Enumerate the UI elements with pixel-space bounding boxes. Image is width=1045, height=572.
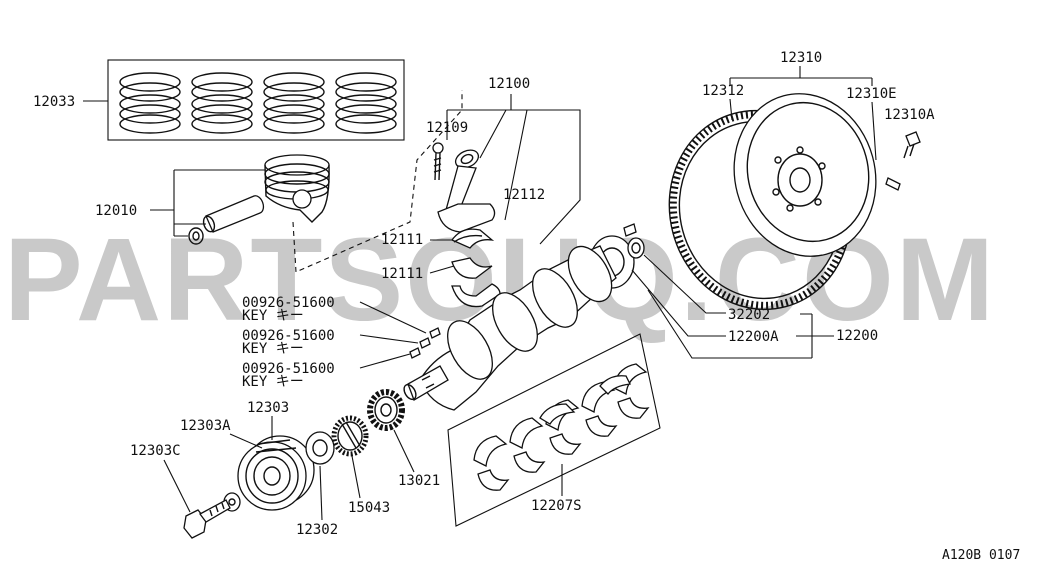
callout-12310A[interactable]: 12310A [884, 107, 935, 123]
woodruff-key-3[interactable] [409, 347, 421, 359]
callout-12033[interactable]: 12033 [33, 94, 75, 110]
key2-label: KEY キー [242, 341, 304, 357]
connecting-rod-bolt[interactable] [432, 142, 444, 181]
woodruff-key-1[interactable] [429, 327, 441, 339]
callout-12303A[interactable]: 12303A [180, 418, 231, 434]
diagram-code: A120B 0107 [942, 548, 1020, 563]
key2-part-number[interactable]: 00926-51600 [242, 328, 335, 344]
con-rod-cap[interactable] [451, 283, 501, 308]
callout-15043[interactable]: 15043 [348, 500, 390, 516]
key1-part-number[interactable]: 00926-51600 [242, 295, 335, 311]
callout-12111-lower[interactable]: 12111 [381, 266, 423, 282]
main-bearing-set-12207S[interactable] [447, 333, 661, 527]
con-rod-bearing-lower[interactable] [451, 257, 493, 279]
crank-spacer-12302[interactable] [305, 431, 335, 465]
flywheel-bolt-12310A[interactable] [903, 131, 921, 159]
key3-part-number[interactable]: 00926-51600 [242, 361, 335, 377]
callout-12207S[interactable]: 12207S [531, 498, 582, 514]
callout-12100[interactable]: 12100 [488, 76, 530, 92]
connecting-rod-12100[interactable] [437, 147, 496, 233]
con-rod-bearing-upper[interactable] [451, 228, 495, 249]
key1-label: KEY キー [242, 308, 304, 324]
piston-12010[interactable] [188, 154, 330, 245]
woodruff-key-2[interactable] [419, 337, 431, 349]
crank-dowel[interactable] [623, 223, 637, 237]
callout-32202[interactable]: 32202 [728, 307, 770, 323]
callout-12112[interactable]: 12112 [503, 187, 545, 203]
piston-ring-set-12033[interactable] [107, 59, 405, 141]
callout-12303[interactable]: 12303 [247, 400, 289, 416]
oil-pump-drive-gear-15043[interactable] [331, 415, 369, 457]
callout-12310[interactable]: 12310 [780, 50, 822, 66]
callout-12200A[interactable]: 12200A [728, 329, 779, 345]
callout-12303C[interactable]: 12303C [130, 443, 181, 459]
callout-12310E[interactable]: 12310E [846, 86, 897, 102]
callout-13021[interactable]: 13021 [398, 473, 440, 489]
crank-sprocket-13021[interactable] [367, 389, 405, 431]
callout-12111-upper[interactable]: 12111 [381, 232, 423, 248]
crank-pulley-12303[interactable] [237, 435, 315, 511]
flywheel-dowel-12310E[interactable] [885, 177, 901, 191]
pulley-bolt-12303C[interactable] [183, 499, 231, 539]
callout-12302[interactable]: 12302 [296, 522, 338, 538]
callout-12312[interactable]: 12312 [702, 83, 744, 99]
flywheel-12310[interactable] [647, 78, 894, 330]
pilot-bushing-32202[interactable] [627, 237, 645, 259]
crankshaft-12200[interactable] [402, 235, 635, 411]
key3-label: KEY キー [242, 374, 304, 390]
callout-12010[interactable]: 12010 [95, 203, 137, 219]
callout-12200[interactable]: 12200 [836, 328, 878, 344]
callout-12109[interactable]: 12109 [426, 120, 468, 136]
